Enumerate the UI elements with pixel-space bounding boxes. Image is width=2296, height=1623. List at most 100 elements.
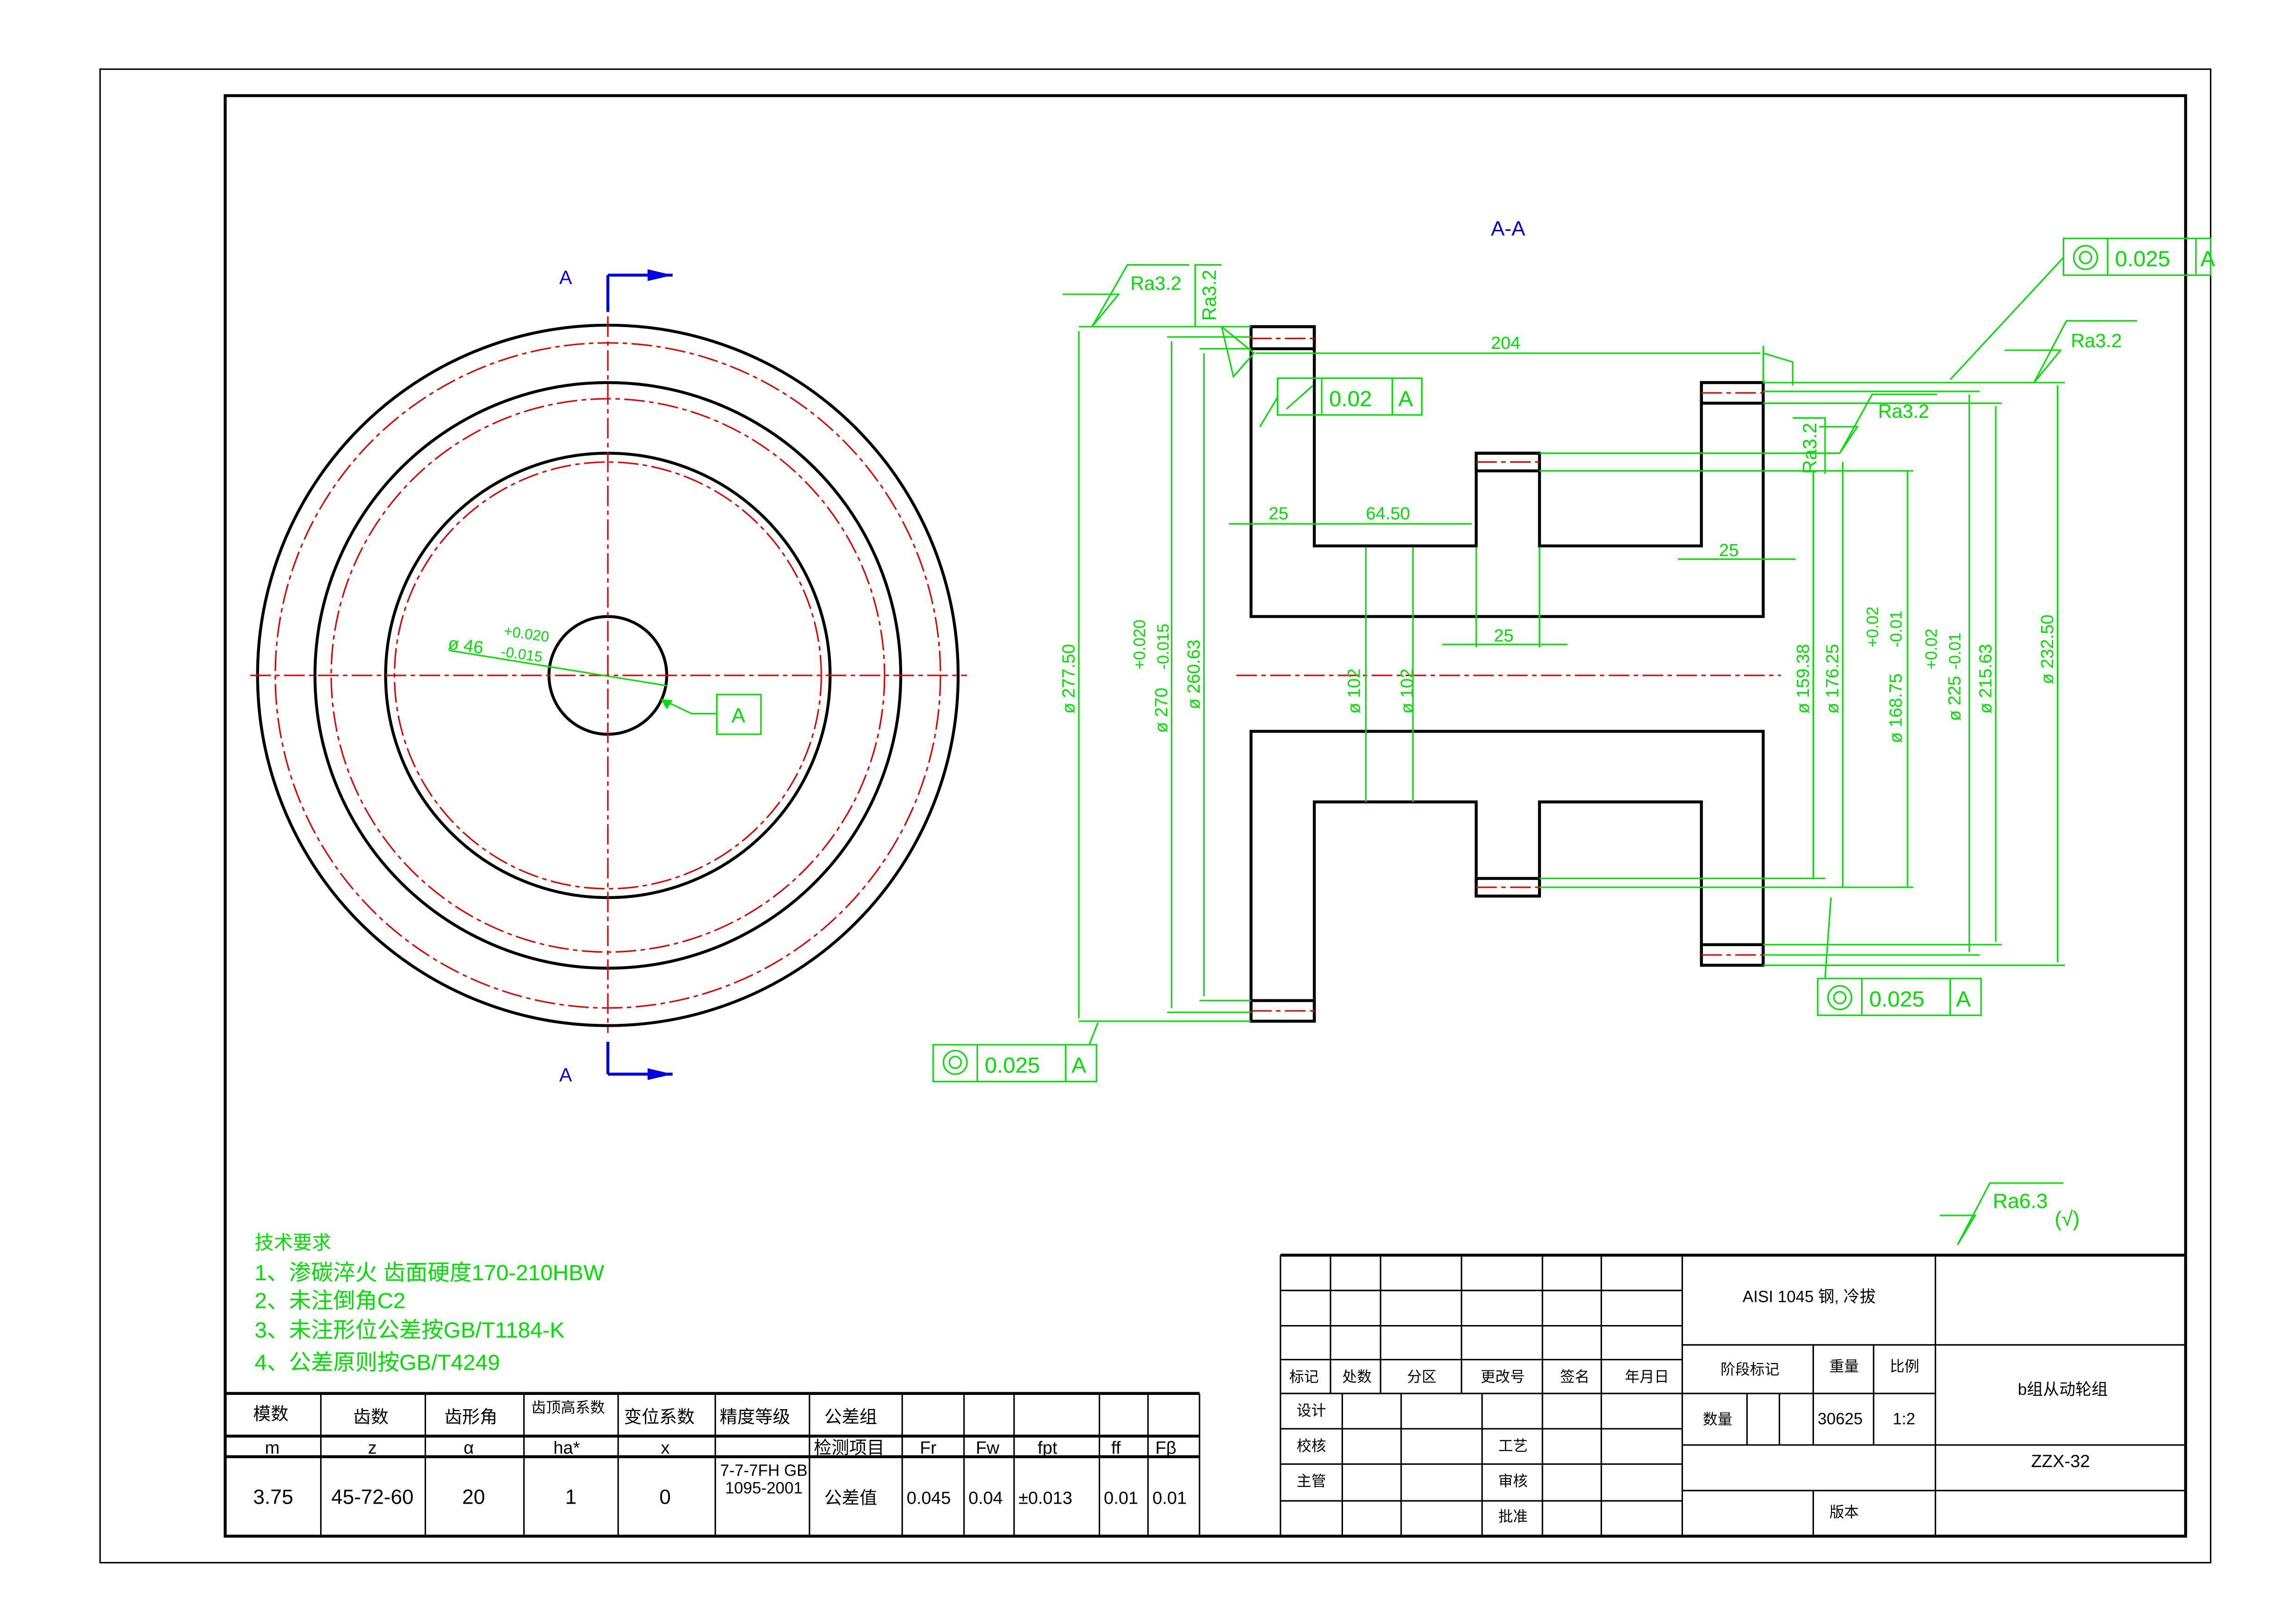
dim-225-tol-lower: -0.01	[1946, 632, 1964, 669]
concentricity-icon	[942, 1050, 968, 1075]
symbol-cell: α	[464, 1438, 474, 1458]
concentricity-frame-top: 0.025 A	[1949, 237, 2215, 380]
header-accuracy-grade: 精度等级	[720, 1407, 791, 1427]
dim-64-50: 64.50	[1366, 504, 1410, 524]
runout-value: 0.02	[1329, 387, 1372, 411]
change-header: 标记	[1289, 1368, 1319, 1385]
dim-25-mid: 25	[1494, 626, 1513, 646]
concentricity-icon	[2073, 245, 2098, 270]
value-cell: 20	[462, 1486, 485, 1508]
section-label-top: A	[559, 267, 572, 288]
dim-dia-225: ø 225	[1945, 676, 1965, 721]
dim-25-right: 25	[1719, 540, 1739, 560]
value-cell: 0.01	[1152, 1488, 1187, 1508]
symbol-cell: Fβ	[1155, 1438, 1176, 1458]
concentricity-frame-left: 0.025 A	[932, 1022, 1099, 1083]
outer-frame	[99, 68, 2212, 1564]
roughness-right-mid: Ra3.2	[1878, 401, 1929, 422]
value-cell: 0.045	[907, 1488, 951, 1508]
value-cell: ±0.013	[1019, 1488, 1072, 1508]
datum-a-box	[716, 694, 762, 735]
gear-parameter-table: 模数 齿数 齿形角 齿顶高系数 变位系数 精度等级 公差组 m z α ha* …	[225, 1392, 1201, 1536]
header-shift-coefficient: 变位系数	[624, 1407, 695, 1427]
value-cell-accuracy: 7-7-7FH GB1095-2001	[720, 1462, 808, 1498]
tech-req-item: 2、未注倒角C2	[254, 1288, 405, 1313]
dim-dia-168-75: ø 168.75	[1886, 674, 1906, 743]
tech-req-item: 3、未注形位公差按GB/T1184-K	[254, 1318, 564, 1343]
dim-204: 204	[1491, 333, 1521, 353]
dim-270-tol-upper: +0.020	[1131, 619, 1149, 669]
concentricity-icon	[1827, 985, 1852, 1010]
accuracy-value: 7-7-7FH GB1095-2001	[720, 1462, 808, 1498]
inner-border	[223, 94, 2187, 1538]
dim-270-tol-lower: -0.015	[1154, 624, 1172, 669]
concentricity-right-datum: A	[1956, 987, 1971, 1011]
concentricity-top-datum: A	[2200, 247, 2215, 272]
roughness-mid-vertical: Ra3.2	[1799, 423, 1820, 474]
concentricity-right-value: 0.025	[1869, 987, 1924, 1011]
tech-req-title: 技术要求	[254, 1232, 331, 1253]
stage-mark-label: 阶段标记	[1720, 1361, 1779, 1378]
header-module: 模数	[253, 1404, 288, 1424]
symbol-cell: Fr	[920, 1438, 936, 1458]
role-supervisor: 主管	[1297, 1473, 1326, 1489]
scale-label: 比例	[1890, 1358, 1919, 1375]
symbol-cell: ha*	[553, 1438, 580, 1458]
dim-dia-159-38: ø 159.38	[1793, 644, 1813, 714]
roughness-general-suffix: (√)	[2055, 1208, 2079, 1230]
symbol-cell: fpt	[1038, 1438, 1058, 1458]
change-header: 分区	[1407, 1368, 1436, 1385]
role-check: 校核	[1297, 1437, 1326, 1454]
symbol-cell: x	[661, 1438, 669, 1458]
symbol-cell: 检测项目	[814, 1438, 885, 1458]
quantity-label: 数量	[1703, 1411, 1733, 1428]
dim-dia-102-a: ø 102	[1344, 669, 1364, 714]
weight-label: 重量	[1829, 1358, 1859, 1375]
role-design: 设计	[1297, 1402, 1326, 1419]
dim-dia-215-63: ø 215.63	[1975, 644, 1995, 714]
symbol-cell: ff	[1111, 1438, 1121, 1458]
section-view-title: A-A	[1491, 217, 1526, 240]
dim-225-tol-upper: +0.02	[1923, 629, 1941, 670]
value-cell: 3.75	[253, 1486, 293, 1508]
dim-25-left: 25	[1269, 504, 1288, 524]
section-label-bottom: A	[559, 1065, 572, 1086]
change-header: 年月日	[1625, 1368, 1669, 1385]
weight-value: 30625	[1818, 1410, 1863, 1428]
role-process: 工艺	[1498, 1437, 1528, 1454]
runout-icon	[1286, 385, 1313, 410]
symbol-cell: Fw	[976, 1438, 999, 1458]
role-review: 审核	[1498, 1473, 1528, 1489]
header-addendum-coefficient: 齿顶高系数	[531, 1399, 605, 1416]
concentricity-top-value: 0.025	[2115, 247, 2170, 272]
symbol-cell: m	[265, 1438, 280, 1458]
dim-dia-232-50: ø 232.50	[2037, 614, 2057, 684]
technical-requirements: 技术要求 1、渗碳淬火 齿面硬度170-210HBW 2、未注倒角C2 3、未注…	[254, 1232, 604, 1375]
change-header: 处数	[1342, 1368, 1372, 1385]
role-approve: 批准	[1498, 1508, 1528, 1525]
runout-datum: A	[1398, 387, 1413, 411]
concentricity-left-datum: A	[1071, 1053, 1086, 1078]
version-label: 版本	[1829, 1504, 1859, 1520]
value-cell: 1	[565, 1486, 577, 1508]
header-teeth: 齿数	[353, 1407, 389, 1427]
dim-168-tol-lower: -0.01	[1887, 611, 1905, 648]
dim-dia-277-50: ø 277.50	[1058, 644, 1078, 714]
section-view: A-A 204 64.50	[932, 217, 2215, 1245]
dim-dia-260-63: ø 260.63	[1184, 639, 1204, 709]
dim-dia-102-b: ø 102	[1397, 669, 1417, 714]
material: AISI 1045 钢, 冷拔	[1743, 1288, 1876, 1306]
value-cell: 0.01	[1104, 1488, 1138, 1508]
header-tolerance-group: 公差组	[824, 1407, 878, 1427]
datum-a-label: A	[731, 705, 745, 727]
part-name: b组从动轮组	[2018, 1381, 2108, 1399]
header-pressure-angle: 齿形角	[445, 1407, 498, 1427]
dim-168-tol-upper: +0.02	[1863, 607, 1881, 648]
roughness-general: Ra6.3	[1993, 1190, 2048, 1213]
value-cell: 45-72-60	[331, 1486, 414, 1508]
runout-frame: 0.02 A	[1259, 377, 1423, 427]
dim-dia-176-25: ø 176.25	[1823, 644, 1843, 714]
tech-req-item: 1、渗碳淬火 齿面硬度170-210HBW	[254, 1261, 604, 1285]
dim-dia-270: ø 270	[1151, 688, 1171, 733]
